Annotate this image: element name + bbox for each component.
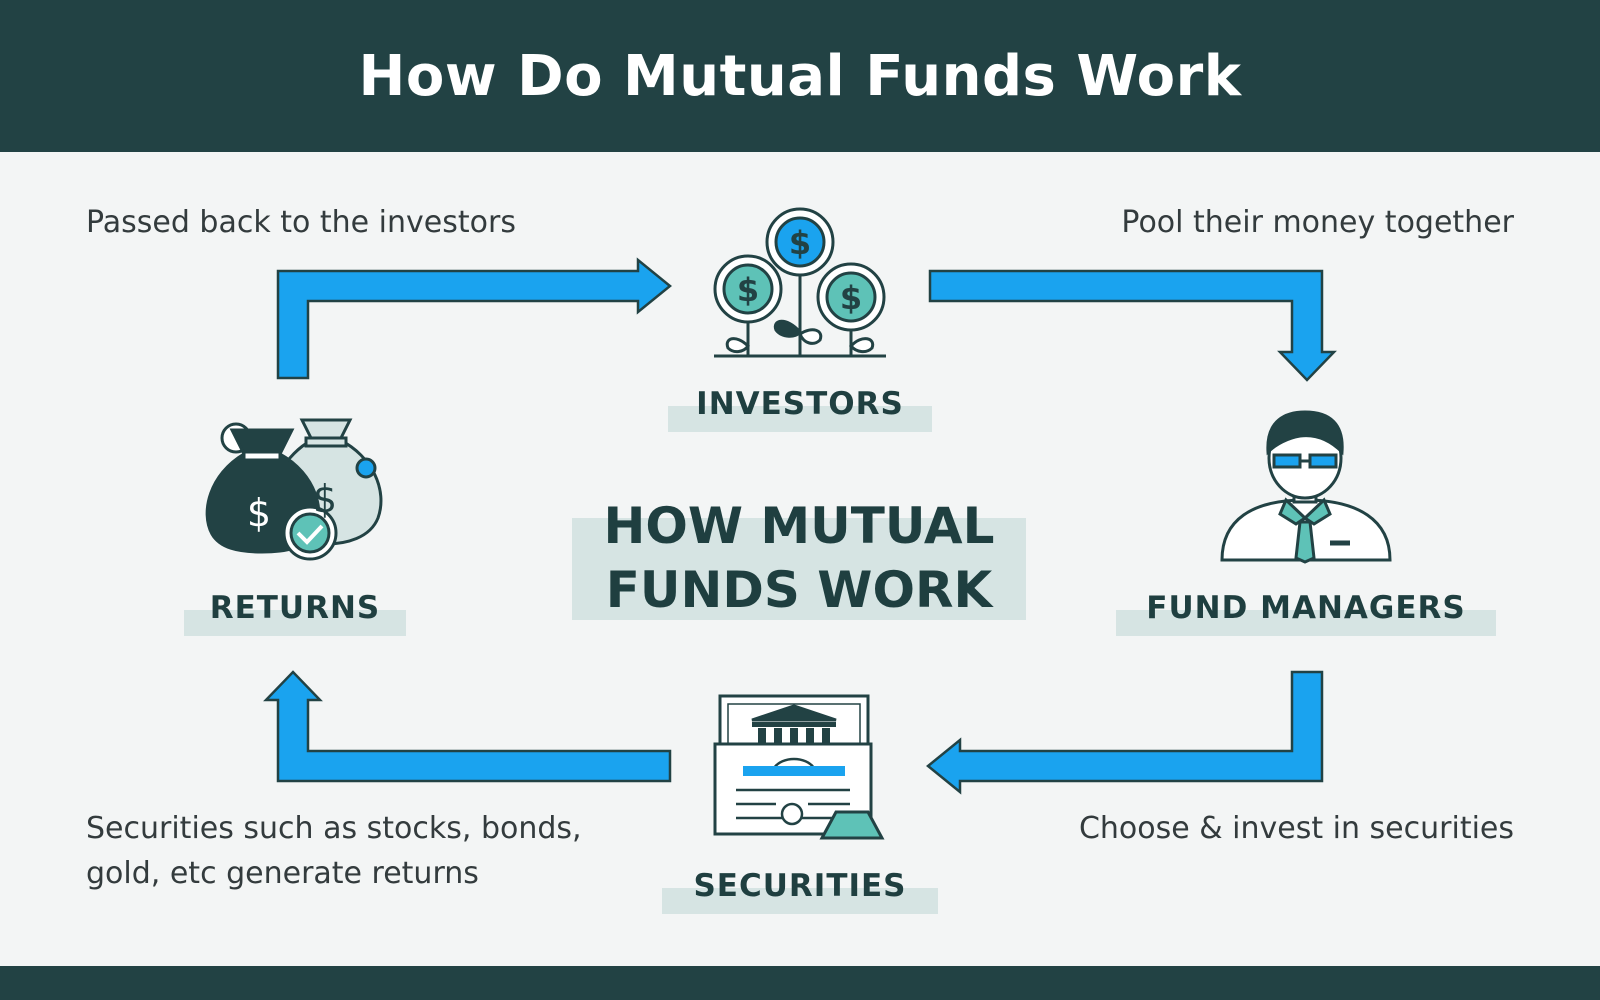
svg-text:$: $ (247, 491, 271, 535)
caption-securities-to-returns-line-2: gold, etc generate returns (86, 856, 479, 891)
svg-text:$: $ (737, 271, 759, 309)
caption-fund-managers-to-securities: Choose & invest in securities (1078, 811, 1514, 846)
caption-returns-to-investors: Passed back to the investors (86, 205, 516, 240)
node-label-securities: SECURITIES (662, 868, 938, 914)
header-bar: How Do Mutual Funds Work (0, 0, 1600, 152)
arrow-fund-managers-to-securities (926, 670, 1324, 795)
certificate-icon (713, 694, 885, 840)
arrow-returns-to-investors (276, 257, 672, 380)
footer-bar (0, 966, 1600, 1000)
page-title: How Do Mutual Funds Work (358, 43, 1242, 109)
caption-investors-to-fund-managers: Pool their money together (1121, 205, 1514, 240)
arrow-investors-to-fund-managers (928, 269, 1337, 382)
center-title-line-2: FUNDS WORK (605, 561, 993, 619)
svg-text:$: $ (313, 477, 337, 521)
node-label-investors: INVESTORS (668, 386, 932, 432)
caption-securities-to-returns-line-1: Securities such as stocks, bonds, (86, 811, 582, 846)
money-plant-icon (713, 207, 886, 358)
center-title-line-1: HOW MUTUAL (603, 497, 995, 555)
svg-text:$: $ (840, 279, 862, 317)
fund-manager-icon (1220, 410, 1392, 564)
node-label-fund-managers: FUND MANAGERS (1116, 590, 1496, 636)
center-title: HOW MUTUAL FUNDS WORK (572, 494, 1026, 620)
arrow-securities-to-returns (263, 670, 672, 783)
svg-text:$: $ (789, 224, 811, 262)
node-label-returns: RETURNS (184, 590, 406, 636)
money-bags-icon (205, 418, 383, 561)
